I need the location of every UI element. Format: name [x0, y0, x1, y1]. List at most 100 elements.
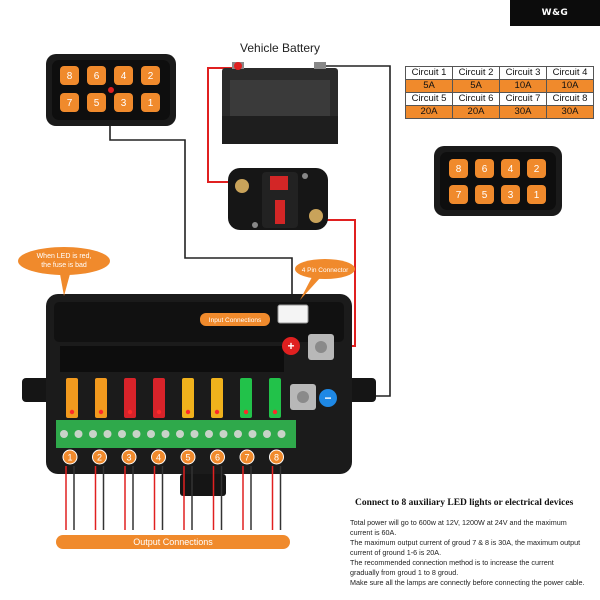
input-callout-label: Input Connections: [209, 317, 262, 324]
panel-switch-button[interactable]: [475, 185, 494, 204]
panel-switch-button[interactable]: [114, 93, 133, 112]
table-cell: 20A: [405, 105, 453, 119]
output-number-badge: [180, 449, 196, 465]
panel-switch-label: 3: [121, 98, 127, 109]
table-cell: Circuit 8: [546, 92, 594, 106]
terminal-screw: [161, 430, 170, 438]
negative-terminal: [290, 384, 316, 410]
terminal-screw: [205, 430, 213, 438]
panel-switch-button[interactable]: [475, 159, 494, 178]
fuse: [124, 378, 136, 418]
plus-label: +: [287, 339, 294, 353]
table-cell: Circuit 4: [546, 66, 594, 80]
minus-label: −: [324, 391, 331, 405]
panel-switch-button[interactable]: [527, 185, 546, 204]
output-number: 1: [67, 453, 72, 463]
panel-switch-label: 2: [534, 164, 540, 175]
table-row: Circuit 5 Circuit 6 Circuit 7 Circuit 8: [405, 92, 594, 106]
panel-switch-label: 6: [94, 71, 100, 82]
output-number: 4: [156, 453, 161, 463]
fuse-led: [272, 409, 278, 415]
panel-switch-label: 2: [148, 71, 154, 82]
circuit-rating-table: Circuit 1 Circuit 2 Circuit 3 Circuit 4 …: [405, 66, 594, 119]
panel-switch-button[interactable]: [60, 93, 79, 112]
output-number: 7: [244, 453, 249, 463]
panel-switch-button[interactable]: [449, 159, 468, 178]
terminal-screw: [219, 430, 228, 438]
text-line: Make sure all the lamps are connectly be…: [350, 578, 585, 587]
output-number-badge: [62, 449, 78, 465]
panel-switch-button[interactable]: [501, 185, 520, 204]
panel-switch-label: 6: [482, 164, 488, 175]
table-cell: Circuit 6: [452, 92, 500, 106]
terminal-screw: [263, 430, 271, 438]
panel-switch-button[interactable]: [114, 66, 133, 85]
terminal-screws: [60, 430, 286, 438]
panel-switch-label: 3: [508, 190, 514, 201]
panel-switch-button[interactable]: [141, 66, 160, 85]
fuse: [211, 378, 223, 418]
output-number: 3: [126, 453, 131, 463]
panel-switch-button[interactable]: [60, 66, 79, 85]
panel-switch-button[interactable]: [87, 93, 106, 112]
fuse-led: [69, 409, 75, 415]
table-row: 20A 20A 30A 30A: [405, 105, 594, 119]
panel-switch-button[interactable]: [141, 93, 160, 112]
fuse-led: [243, 409, 249, 415]
panel-switch-button[interactable]: [87, 66, 106, 85]
output-number-badge: [269, 449, 284, 465]
output-number-badge: [92, 449, 107, 465]
fuse-led: [127, 409, 133, 415]
output-number-badge: [121, 449, 137, 465]
text-line: current of ground 1-6 is 20A.: [350, 548, 442, 557]
fuse-led: [98, 409, 104, 415]
panel-switch-button[interactable]: [501, 159, 520, 178]
output-wire-tails: [65, 466, 282, 530]
panel-switch-label: 7: [456, 190, 462, 201]
terminal-screw: [248, 430, 257, 438]
panel-switch-button[interactable]: [527, 159, 546, 178]
text-line: gradually from groud 1 to 8 groud.: [350, 568, 459, 577]
text-line: The recommended connection method is to …: [350, 558, 554, 567]
table-cell: 10A: [499, 79, 547, 93]
terminal-screw: [89, 430, 97, 438]
output-number: 6: [215, 453, 220, 463]
circuit-breaker: [228, 168, 328, 230]
four-pin-callout: 4 Pin Connector: [295, 259, 355, 300]
led-callout: When LED is red, the fuse is bad: [18, 247, 110, 296]
fuse-led: [185, 409, 191, 415]
panel-switch-label: 8: [67, 71, 73, 82]
output-number: 2: [97, 453, 102, 463]
vehicle-battery: [222, 62, 338, 144]
table-cell: 10A: [546, 79, 594, 93]
text-line: Total power will go to 600w at 12V, 1200…: [350, 518, 567, 527]
output-callout: Output Connections: [56, 535, 290, 549]
fuse: [182, 378, 194, 418]
terminal-screw: [74, 430, 83, 438]
table-cell: 30A: [546, 105, 594, 119]
table-cell: 30A: [499, 105, 547, 119]
panel-switch-button[interactable]: [449, 185, 468, 204]
terminal-screw: [190, 430, 199, 438]
table-cell: 20A: [452, 105, 500, 119]
fuse: [240, 378, 252, 418]
panel-switch-label: 7: [67, 98, 73, 109]
panel-switch-label: 5: [482, 190, 488, 201]
output-callout-label: Output Connections: [133, 537, 213, 547]
diagram-title: Vehicle Battery: [240, 41, 321, 55]
positive-terminal: [308, 334, 334, 360]
switch-box: [22, 294, 376, 496]
text-line: current is 60A.: [350, 528, 397, 537]
text-paragraph: Total power will go to 600w at 12V, 1200…: [350, 518, 595, 588]
panel-switch-label: 8: [456, 164, 462, 175]
led-callout-line1: When LED is red,: [37, 253, 92, 260]
output-number: 8: [274, 453, 279, 463]
terminal-screw: [132, 430, 141, 438]
fuse: [66, 378, 78, 418]
output-number-badge: [210, 449, 225, 465]
terminal-screw: [234, 430, 242, 438]
fuse: [269, 378, 281, 418]
